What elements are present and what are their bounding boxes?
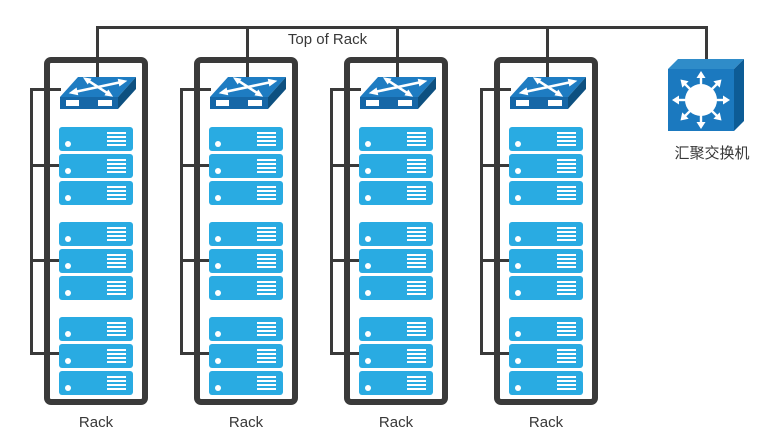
rack-unit-1: Rack — [30, 0, 180, 448]
server-node — [209, 249, 283, 273]
server-node — [209, 154, 283, 178]
server-node — [209, 222, 283, 246]
server-node — [209, 127, 283, 151]
server-node — [209, 317, 283, 341]
server-node — [509, 154, 583, 178]
tor-switch-icon — [360, 77, 436, 109]
rack-unit-2: Rack — [180, 0, 330, 448]
server-node — [509, 127, 583, 151]
rack-frame — [344, 57, 448, 405]
access-bus-line — [180, 88, 183, 355]
rack-label: Rack — [528, 414, 564, 431]
rack-frame — [194, 57, 298, 405]
server-node — [509, 371, 583, 395]
server-node — [59, 222, 133, 246]
server-node — [59, 181, 133, 205]
server-node — [509, 249, 583, 273]
access-bus-line — [480, 88, 483, 355]
rack-unit-4: Rack — [480, 0, 630, 448]
server-node — [59, 276, 133, 300]
server-node — [359, 127, 433, 151]
server-node — [509, 181, 583, 205]
rack-frame — [44, 57, 148, 405]
rack-label: Rack — [228, 414, 264, 431]
server-node — [209, 181, 283, 205]
server-node — [359, 222, 433, 246]
server-node — [59, 127, 133, 151]
tor-switch-icon — [510, 77, 586, 109]
rack-unit-3: Rack — [330, 0, 480, 448]
server-node — [59, 344, 133, 368]
rack-label: Rack — [378, 414, 414, 431]
access-bus-line — [30, 88, 33, 355]
top-of-rack-label: Top of Rack — [287, 31, 368, 48]
aggregation-switch-icon — [668, 59, 744, 131]
server-node — [359, 344, 433, 368]
server-node — [509, 344, 583, 368]
server-node — [209, 276, 283, 300]
tor-uplink-line — [546, 26, 549, 84]
server-node — [359, 249, 433, 273]
server-node — [59, 317, 133, 341]
server-node — [359, 154, 433, 178]
access-bus-line — [330, 88, 333, 355]
server-node — [59, 154, 133, 178]
aggregation-uplink-line — [705, 26, 708, 60]
server-node — [359, 181, 433, 205]
server-node — [509, 222, 583, 246]
server-node — [59, 371, 133, 395]
server-node — [509, 276, 583, 300]
tor-uplink-line — [96, 26, 99, 84]
rack-frame — [494, 57, 598, 405]
server-node — [59, 249, 133, 273]
aggregation-switch-label: 汇聚交换机 — [674, 145, 750, 162]
server-node — [209, 371, 283, 395]
tor-switch-icon — [210, 77, 286, 109]
server-node — [359, 317, 433, 341]
server-node — [509, 317, 583, 341]
server-node — [209, 344, 283, 368]
tor-uplink-line — [246, 26, 249, 84]
tor-switch-icon — [60, 77, 136, 109]
tor-uplink-line — [396, 26, 399, 84]
server-node — [359, 371, 433, 395]
top-of-rack-link-line — [96, 26, 708, 29]
server-node — [359, 276, 433, 300]
rack-label: Rack — [78, 414, 114, 431]
